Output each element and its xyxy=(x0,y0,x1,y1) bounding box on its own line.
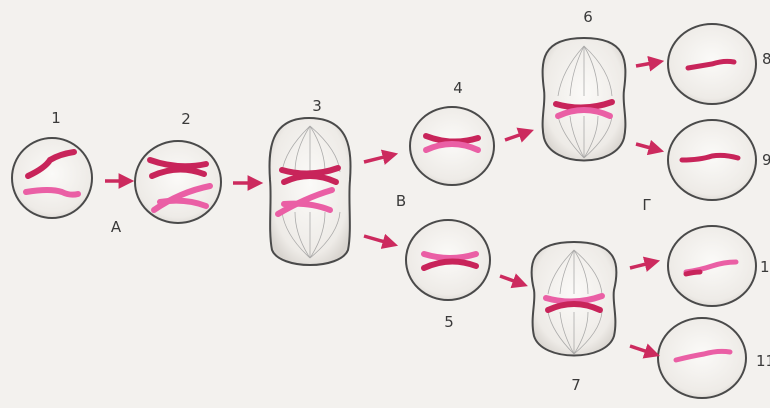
cell-1 xyxy=(12,138,92,218)
phase-letter-a: А xyxy=(111,218,122,236)
stage-label-6: 6 xyxy=(583,8,593,26)
cell-4 xyxy=(410,107,494,185)
cell-6 xyxy=(543,38,626,161)
cell-8 xyxy=(668,24,756,104)
arrow-6-to-9 xyxy=(636,144,658,150)
cell-11 xyxy=(658,318,746,398)
stage-label-9: 9 xyxy=(762,151,770,169)
cell-2 xyxy=(135,141,221,223)
stage-label-1: 1 xyxy=(51,109,61,127)
cell-10 xyxy=(668,226,756,306)
phase-letter-g: Г xyxy=(642,196,651,214)
arrow-5-to-7 xyxy=(500,276,522,284)
arrow-7-to-10 xyxy=(630,262,654,268)
phase-letter-v: В xyxy=(396,192,406,210)
stage-label-3: 3 xyxy=(312,97,322,115)
stage-label-10: 10 xyxy=(760,258,770,276)
stage-label-8: 8 xyxy=(762,50,770,68)
arrow-3-to-4 xyxy=(364,155,392,162)
stage-label-11: 11 xyxy=(756,352,770,370)
cell-3 xyxy=(269,118,350,265)
arrow-4-to-6 xyxy=(505,132,528,140)
stage-label-2: 2 xyxy=(181,110,191,128)
stage-label-7: 7 xyxy=(571,376,581,394)
cell-9 xyxy=(668,120,756,200)
cell-5 xyxy=(406,220,490,300)
arrow-3-to-5 xyxy=(364,236,392,244)
stage-label-5: 5 xyxy=(444,313,454,331)
cell-7 xyxy=(532,242,617,356)
arrow-6-to-8 xyxy=(636,62,658,66)
stage-label-4: 4 xyxy=(453,79,463,97)
arrow-7-to-11 xyxy=(630,346,654,354)
